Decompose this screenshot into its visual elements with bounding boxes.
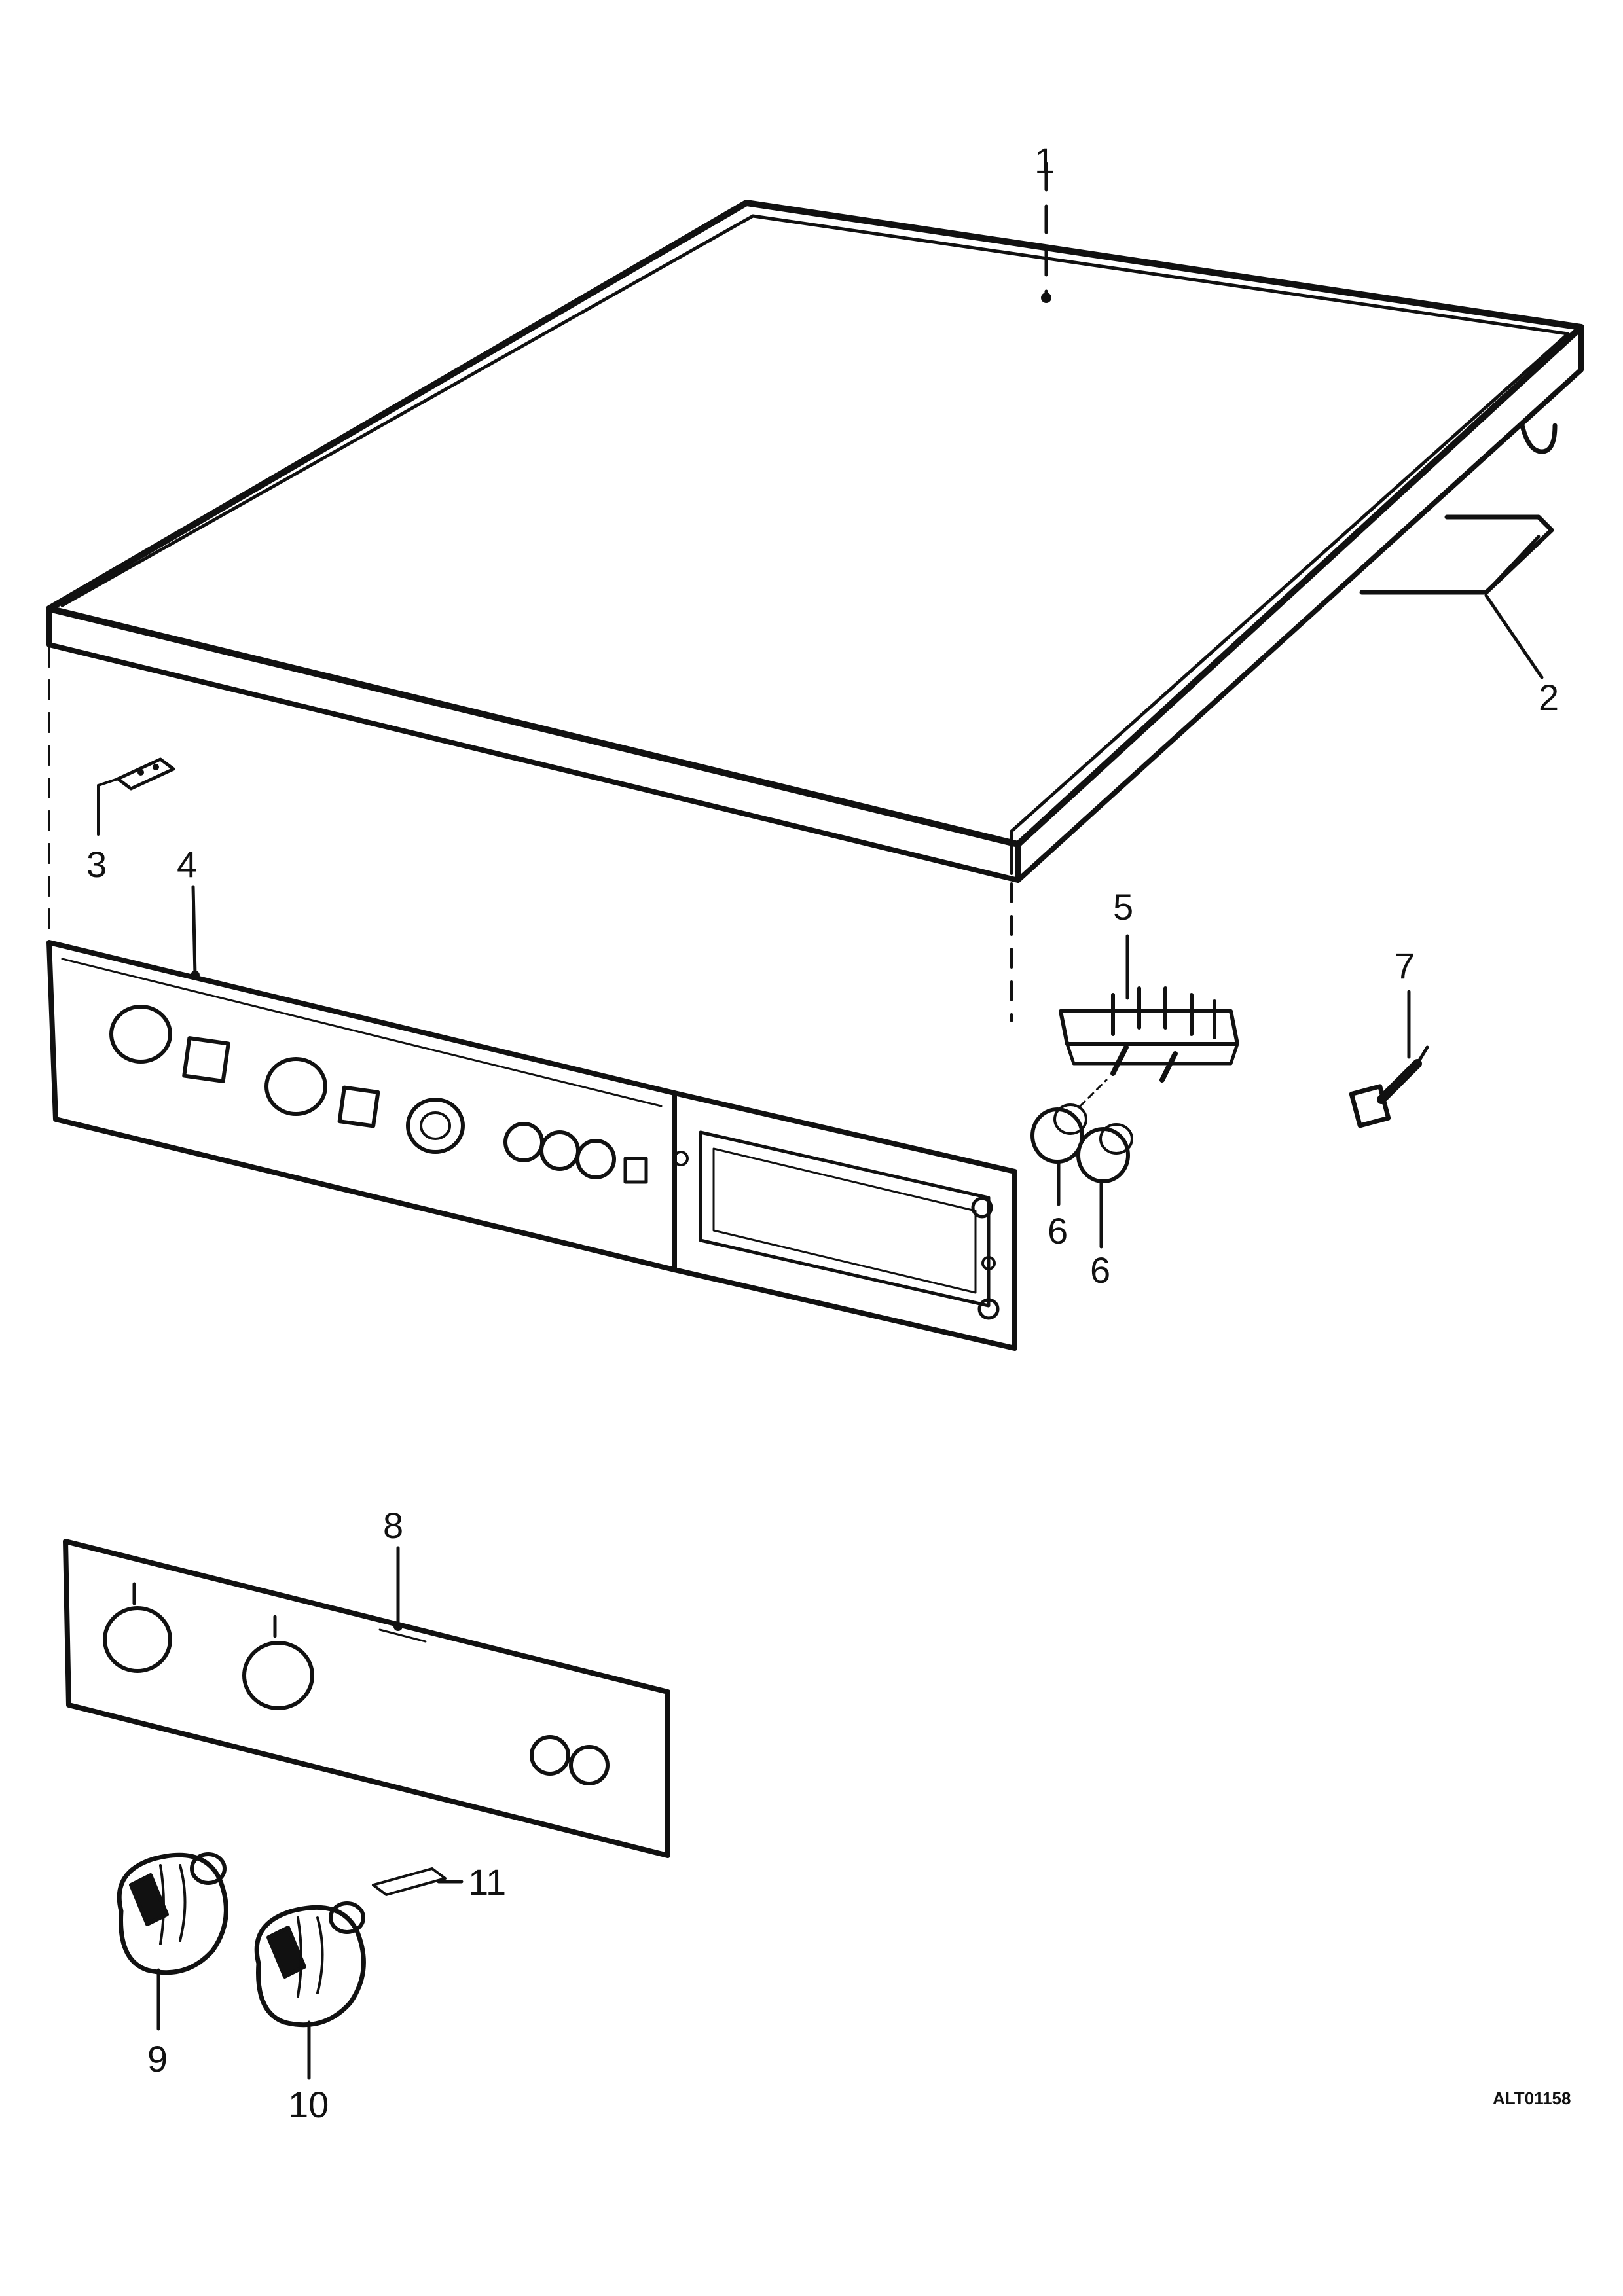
indicator-lamp [1349, 1045, 1429, 1128]
callout-5: 5 [1113, 886, 1133, 1000]
fascia-plate [63, 1539, 670, 1858]
callout-1-label: 1 [1034, 140, 1055, 181]
clip-bracket [97, 757, 175, 836]
control-knob-left [117, 1852, 228, 1975]
button-cap-right [1076, 1123, 1133, 1183]
switch-block [1059, 986, 1239, 1083]
callout-3-label: 3 [86, 844, 107, 885]
worktop-lid [46, 200, 1584, 883]
control-panel [46, 940, 1017, 1351]
callout-10: 10 [288, 2020, 329, 2125]
callout-4: 4 [177, 844, 200, 980]
callout-9-label: 9 [147, 2038, 168, 2079]
callout-9: 9 [147, 1968, 168, 2079]
callout-1: 1 [1034, 140, 1055, 303]
callout-5-label: 5 [1113, 886, 1133, 927]
drawing-code: ALT01158 [1493, 2089, 1571, 2108]
label-strip [372, 1867, 447, 1896]
callout-11: 11 [437, 1861, 506, 1903]
assembly-guide-lines [48, 647, 1013, 1022]
callout-2-label: 2 [1539, 677, 1559, 718]
callout-7: 7 [1395, 945, 1415, 1059]
callout-11-label: 11 [468, 1861, 506, 1903]
callout-8: 8 [383, 1505, 403, 1631]
callout-8-label: 8 [383, 1505, 403, 1546]
control-knob-right [254, 1901, 366, 2028]
callout-6a: 6 [1048, 1160, 1068, 1251]
callout-6b: 6 [1090, 1179, 1110, 1291]
callout-7-label: 7 [1395, 945, 1415, 986]
callout-10-label: 10 [288, 2084, 329, 2125]
hinge-tray [1359, 514, 1554, 595]
callout-2: 2 [1484, 594, 1559, 718]
callout-6b-label: 6 [1090, 1249, 1110, 1291]
callout-6a-label: 6 [1048, 1210, 1068, 1251]
callout-4-label: 4 [177, 844, 197, 885]
